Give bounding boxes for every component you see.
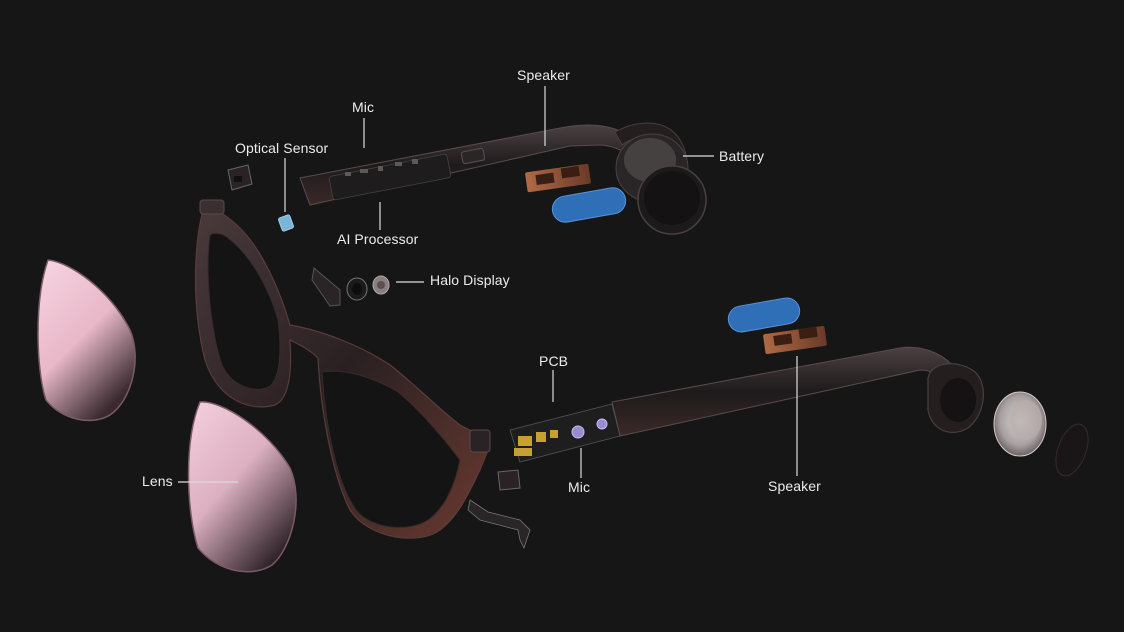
optical-sensor-bracket [227,164,253,191]
front-frame [194,199,491,539]
label-speaker-top: Speaker [517,67,570,83]
bottom-battery [993,391,1089,477]
label-lens: Lens [142,473,173,489]
leader-lines [178,86,798,483]
bottom-hinge-parts [467,469,531,550]
label-mic-top: Mic [352,99,375,115]
top-blue-pad [551,187,627,223]
top-speaker-module [525,163,591,193]
top-battery [615,133,707,235]
label-ai-processor: AI Processor [337,231,419,247]
label-speaker-bottom: Speaker [768,478,821,494]
label-pcb: PCB [539,353,569,369]
label-optical-sensor: Optical Sensor [235,140,329,156]
left-lens [37,259,136,422]
label-battery: Battery [719,148,765,164]
right-lens [187,401,297,573]
bottom-temple-arm [611,346,984,437]
halo-display-parts [311,267,390,307]
optical-sensor-chip [278,214,294,232]
bottom-blue-pad [727,297,801,333]
pcb-board [509,403,621,463]
bottom-speaker-module [763,326,827,354]
label-halo-display: Halo Display [430,272,510,288]
label-mic-bottom: Mic [568,479,591,495]
